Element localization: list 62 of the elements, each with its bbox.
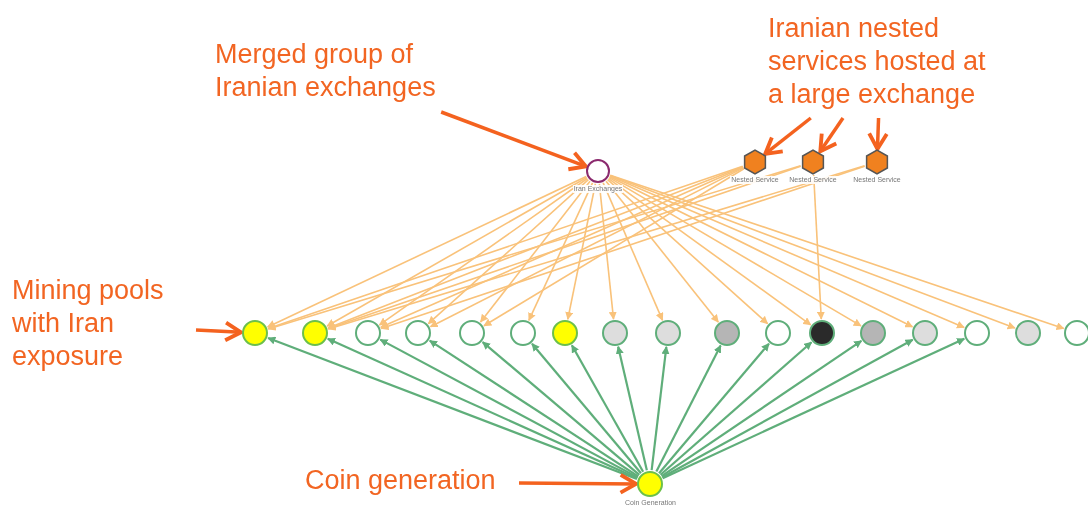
arrow bbox=[565, 182, 597, 321]
arrow bbox=[427, 178, 590, 325]
arrow bbox=[615, 345, 648, 471]
circle-node bbox=[714, 320, 740, 346]
circle-node bbox=[459, 320, 485, 346]
arrow bbox=[660, 339, 863, 478]
arrow bbox=[266, 175, 588, 328]
circle-node bbox=[510, 320, 536, 346]
arrow bbox=[662, 337, 965, 480]
arrow bbox=[481, 341, 641, 476]
circle-node bbox=[602, 320, 628, 346]
arrow bbox=[812, 174, 825, 320]
circle-node bbox=[242, 320, 268, 346]
circle-node bbox=[405, 320, 431, 346]
callout-arrow bbox=[440, 110, 588, 172]
annotation-text: Iranian nested services hosted at a large exchange bbox=[768, 12, 993, 114]
circle-node bbox=[637, 471, 663, 497]
circle-node bbox=[809, 320, 835, 346]
arrow bbox=[658, 342, 770, 475]
arrow bbox=[655, 344, 722, 473]
arrow bbox=[528, 182, 594, 322]
callout-arrow bbox=[763, 116, 812, 156]
arrow bbox=[661, 338, 914, 479]
circle-node bbox=[860, 320, 886, 346]
annotation-text: Coin generation bbox=[305, 464, 515, 500]
arrow bbox=[608, 176, 862, 327]
arrow bbox=[606, 178, 769, 325]
circle-node bbox=[355, 320, 381, 346]
callout-arrow bbox=[195, 320, 243, 343]
arrow bbox=[483, 167, 745, 327]
arrow bbox=[379, 338, 639, 479]
circle-node bbox=[1015, 320, 1041, 346]
annotation-text: Merged group of Iranian exchanges bbox=[215, 38, 460, 108]
arrow bbox=[598, 183, 617, 320]
arrow bbox=[327, 337, 638, 480]
circle-node bbox=[655, 320, 681, 346]
arrow bbox=[608, 175, 914, 328]
circle-node bbox=[964, 320, 990, 346]
circle-node bbox=[302, 320, 328, 346]
arrow bbox=[659, 341, 813, 476]
arrow bbox=[650, 346, 670, 471]
circle-node bbox=[552, 320, 578, 346]
hexagon-node bbox=[865, 150, 889, 174]
arrow bbox=[326, 176, 588, 327]
circle-node bbox=[765, 320, 791, 346]
arrow bbox=[531, 343, 642, 474]
circle-node bbox=[1064, 320, 1088, 346]
arrow bbox=[429, 339, 639, 478]
callout-arrow bbox=[867, 117, 889, 151]
circle-node bbox=[586, 159, 610, 183]
hexagon-node bbox=[801, 150, 825, 174]
arrow bbox=[378, 177, 589, 326]
annotation-text: Mining pools with Iran exposure bbox=[12, 274, 192, 376]
arrow bbox=[570, 344, 645, 473]
callout-arrow bbox=[519, 473, 638, 495]
callout-arrow bbox=[818, 117, 845, 154]
arrow bbox=[479, 180, 591, 323]
hexagon-node bbox=[743, 150, 767, 174]
arrow bbox=[602, 182, 664, 321]
arrow bbox=[607, 177, 812, 326]
arrow bbox=[605, 180, 720, 323]
circle-node bbox=[912, 320, 938, 346]
